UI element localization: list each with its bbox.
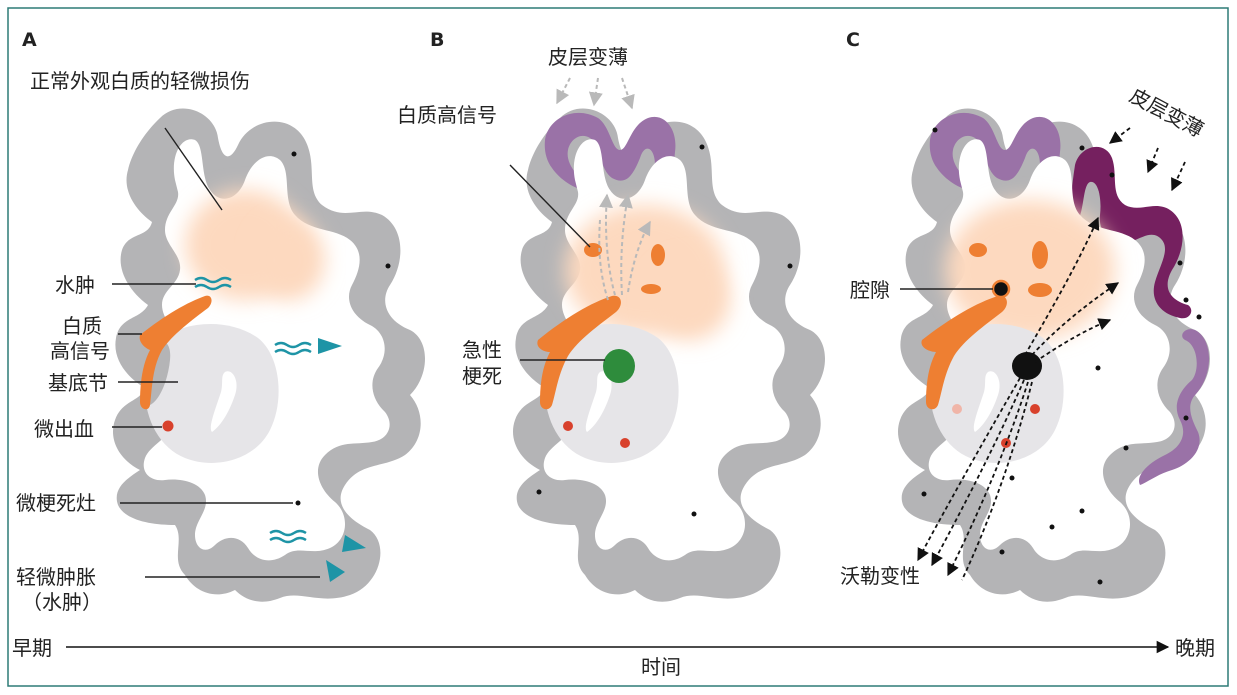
panel-b: B 皮层变薄 <box>397 29 825 602</box>
panel-c-thinned-cortex <box>929 112 1061 218</box>
panel-c-letter: C <box>846 29 860 51</box>
timeline-caption: 时间 <box>641 655 681 679</box>
panel-b-dot-4 <box>691 511 697 517</box>
panel-c-label-lacune: 腔隙 <box>850 278 890 302</box>
panel-b-basal-ganglia <box>545 323 679 463</box>
panel-a-label-wmh-1: 白质 <box>62 314 102 338</box>
panel-b-thinning-arrows-top <box>556 77 635 110</box>
panel-b-microbleed-2 <box>620 438 630 448</box>
panel-b-dot-1 <box>699 144 705 150</box>
panel-a-edema-arrow-2 <box>342 535 366 552</box>
panel-b-wmh <box>537 295 621 410</box>
panel-c-wallerian-arrows <box>917 216 1120 581</box>
panel-c-wmh-spot-3 <box>1028 283 1052 297</box>
figure-frame <box>7 7 1229 687</box>
panel-a-microinfarct-dot-3 <box>295 500 301 506</box>
panel-c-thinned-cortex-right <box>1139 329 1210 485</box>
panel-b-dot-3 <box>536 489 542 495</box>
panel-a-label-swelling-1: 轻微肿胀 <box>16 565 96 589</box>
panel-a-label-microinfarct: 微梗死灶 <box>16 491 96 515</box>
panel-b-leader-wmh <box>509 164 591 248</box>
panel-a-wmh <box>139 295 212 410</box>
panel-b-wm-halo-2 <box>650 260 730 340</box>
panel-a-basal-ganglia <box>145 323 279 463</box>
panel-a-edema-arrow-3 <box>326 560 345 582</box>
panel-a-label-swelling-2: （水肿） <box>22 590 102 614</box>
panel-b-dot-2 <box>787 263 793 269</box>
panel-a: A <box>16 29 426 614</box>
panel-a-microbleed <box>162 420 174 432</box>
panel-a-microinfarct-dot-1 <box>291 151 297 157</box>
panel-b-acute-infarct <box>603 349 635 383</box>
panel-a-label-microbleed: 微出血 <box>34 417 94 441</box>
panel-b-wmh-spot-3 <box>641 284 661 294</box>
panel-a-letter: A <box>22 29 37 51</box>
panel-a-edema-waves <box>194 276 312 544</box>
panel-c-label-thinning: 皮层变薄 <box>1126 83 1208 142</box>
panel-a-label-wmh-2: 高信号 <box>50 339 110 363</box>
panel-a-capsule <box>210 371 237 432</box>
panel-b-wmh-spot-2 <box>651 244 665 266</box>
panel-b-capsule <box>585 371 612 432</box>
panel-b-microbleed-1 <box>563 421 573 431</box>
panel-a-microinfarct-dot-2 <box>385 263 391 269</box>
panel-a-label-nawm: 正常外观白质的轻微损伤 <box>30 69 250 93</box>
panel-b-label-thinning: 皮层变薄 <box>548 45 628 69</box>
panel-b-label-wmh: 白质高信号 <box>397 103 497 127</box>
timeline-end-label: 晚期 <box>1175 636 1215 660</box>
panel-c-lacune-large <box>1012 352 1042 380</box>
panel-b-label-infarct-2: 梗死 <box>462 364 502 388</box>
panel-c: C <box>840 29 1210 602</box>
timeline: 早期 晚期 时间 <box>12 636 1215 679</box>
panel-b-label-infarct-1: 急性 <box>462 338 502 362</box>
panel-c-microbleed-1 <box>952 404 962 414</box>
panel-b-letter: B <box>430 29 444 51</box>
panel-a-leader-nawm <box>164 127 223 211</box>
timeline-start-label: 早期 <box>12 636 52 660</box>
panel-c-wmh-spot-1 <box>969 243 987 257</box>
panel-b-wmh-spot-1 <box>584 243 602 257</box>
panel-c-thinning-arrows <box>1108 127 1186 192</box>
panel-c-severe-thinning <box>1071 146 1192 319</box>
panel-b-thinned-cortex <box>544 112 676 218</box>
panel-c-lacune-small <box>991 279 1011 299</box>
panel-c-microinfarct-dots <box>921 127 1202 585</box>
panel-c-microbleed-2 <box>1030 404 1040 414</box>
panel-a-edema-arrow-1 <box>318 338 342 354</box>
panel-a-label-bg: 基底节 <box>48 371 108 395</box>
panel-c-capsule <box>973 371 1000 432</box>
panel-a-nawm-halo-2 <box>255 220 325 300</box>
panel-c-wmh <box>921 295 1007 410</box>
panel-b-fiber-arrows <box>598 193 651 301</box>
panel-a-label-edema: 水肿 <box>55 273 95 297</box>
panel-c-wmh-spot-2 <box>1032 241 1048 269</box>
panel-c-label-wallerian: 沃勒变性 <box>840 564 920 588</box>
